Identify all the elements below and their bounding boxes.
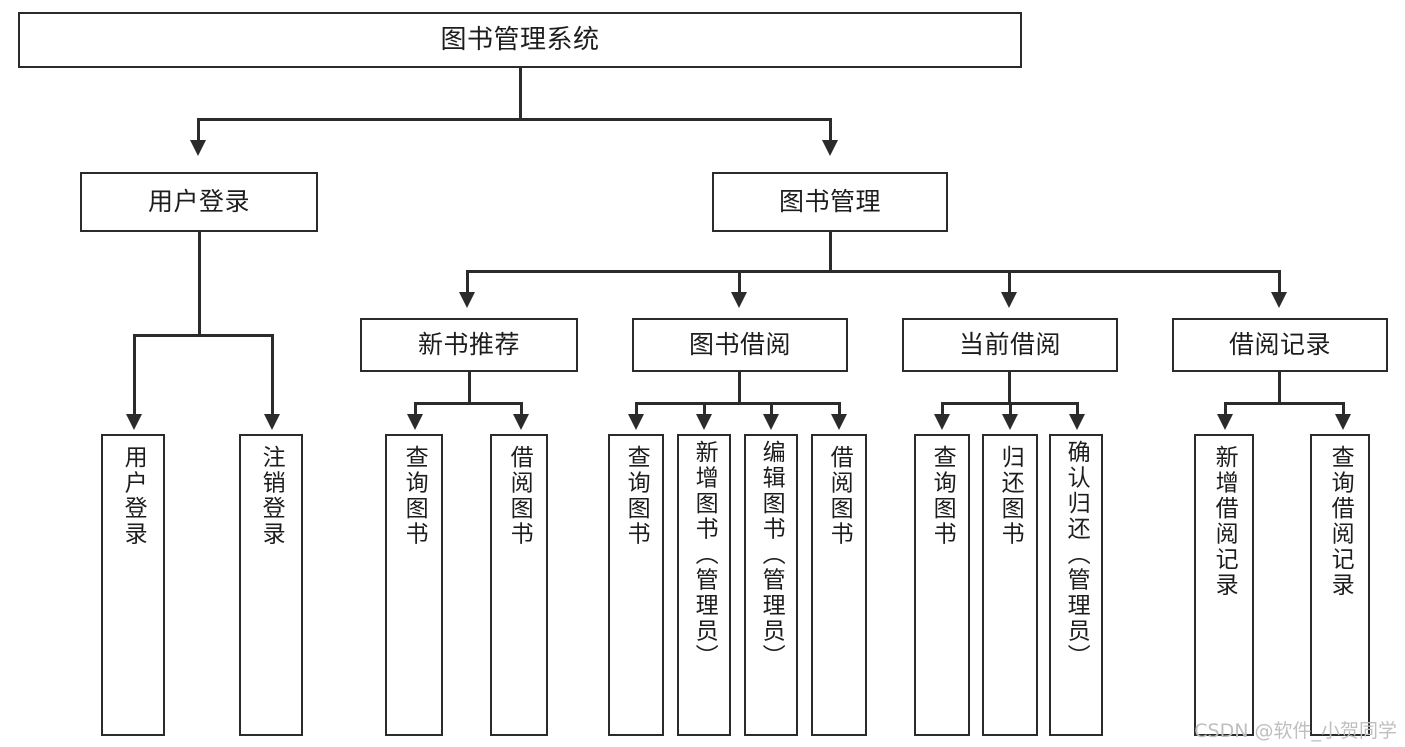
connector-drop-book-borrow [738,270,741,296]
connector-root-stem [519,68,522,118]
connector-drop-new-book [466,270,469,296]
node-label: 用户登录 [120,445,147,547]
arrow-nb-query [407,414,423,430]
leaf-cb-query-book[interactable]: 查询图书 [914,434,970,736]
connector-user-login-stem [198,232,201,336]
arrow-nb-borrow [513,414,529,430]
node-label: 查询借阅记录 [1327,445,1354,598]
node-label: 图书管理 [778,187,881,217]
leaf-bb-borrow-book[interactable]: 借阅图书 [811,434,867,736]
connector-book-borrow-bus [635,402,839,405]
leaf-logout[interactable]: 注销登录 [239,434,303,736]
node-label: 借阅图书 [506,445,533,547]
node-label: 查询图书 [623,445,650,547]
arrow-br-query [1335,414,1351,430]
arrow-book-management [822,140,838,156]
connector-drop-bb-add [703,402,706,418]
node-label: 查询图书 [401,445,428,547]
node-user-login[interactable]: 用户登录 [80,172,318,232]
leaf-bb-edit-book-admin[interactable]: 编辑图书（管理员） [744,434,798,736]
connector-drop-br-add [1224,402,1227,418]
connector-drop-cb-query [941,402,944,418]
arrow-bb-query [628,414,644,430]
node-label: 借阅图书 [826,445,853,547]
connector-drop-user-login [197,118,200,144]
connector-new-book-stem [468,372,471,404]
node-current-borrow[interactable]: 当前借阅 [902,318,1118,372]
connector-drop-cb-return [1009,402,1012,418]
arrow-cb-query [934,414,950,430]
leaf-nb-borrow-book[interactable]: 借阅图书 [490,434,548,736]
node-label: 借阅记录 [1228,330,1331,360]
connector-borrow-record-bus [1224,402,1344,405]
arrow-br-add [1217,414,1233,430]
connector-level1-bus [197,118,831,121]
arrow-leaf-logout [264,414,280,430]
connector-drop-borrow-record [1278,270,1281,296]
node-label: 归还图书 [997,445,1024,547]
connector-drop-bb-borrow [838,402,841,418]
arrow-cb-return [1002,414,1018,430]
leaf-user-login[interactable]: 用户登录 [101,434,165,736]
arrow-user-login [190,140,206,156]
node-label: 图书借阅 [688,330,791,360]
node-label: 注销登录 [258,445,285,547]
leaf-cb-confirm-return-admin[interactable]: 确认归还（管理员） [1049,434,1103,736]
connector-drop-bb-query [635,402,638,418]
arrow-borrow-record [1271,292,1287,308]
connector-drop-leaf-logout [271,334,274,418]
leaf-br-add-record[interactable]: 新增借阅记录 [1194,434,1254,736]
arrow-leaf-user-login [126,414,142,430]
node-label: 查询图书 [929,445,956,547]
node-borrow-record[interactable]: 借阅记录 [1172,318,1388,372]
arrow-book-borrow [731,292,747,308]
connector-level2-bus [466,270,1280,273]
arrow-current-borrow [1001,292,1017,308]
connector-drop-cb-confirm [1076,402,1079,418]
connector-current-borrow-stem [1008,372,1011,404]
leaf-bb-query-book[interactable]: 查询图书 [608,434,664,736]
connector-drop-br-query [1342,402,1345,418]
connector-borrow-record-stem [1278,372,1281,404]
arrow-new-book [459,292,475,308]
connector-book-borrow-stem [738,372,741,404]
node-label: 图书管理系统 [440,24,600,55]
connector-new-book-bus [414,402,522,405]
connector-drop-bb-edit [770,402,773,418]
node-label: 新增借阅记录 [1211,445,1238,598]
node-label: 编辑图书（管理员） [758,440,785,670]
node-book-borrow[interactable]: 图书借阅 [632,318,848,372]
connector-drop-nb-borrow [520,402,523,418]
connector-drop-leaf-user-login [133,334,136,418]
node-book-management[interactable]: 图书管理 [712,172,948,232]
node-label: 新书推荐 [417,330,520,360]
leaf-nb-query-book[interactable]: 查询图书 [385,434,443,736]
leaf-cb-return-book[interactable]: 归还图书 [982,434,1038,736]
connector-drop-current-borrow [1008,270,1011,296]
node-new-book-recommend[interactable]: 新书推荐 [360,318,578,372]
arrow-bb-add [696,414,712,430]
connector-drop-nb-query [414,402,417,418]
leaf-br-query-record[interactable]: 查询借阅记录 [1310,434,1370,736]
node-root-book-management-system[interactable]: 图书管理系统 [18,12,1022,68]
arrow-bb-edit [763,414,779,430]
node-label: 用户登录 [147,187,250,217]
node-label: 当前借阅 [958,330,1061,360]
connector-book-management-stem [829,232,832,272]
arrow-cb-confirm [1069,414,1085,430]
node-label: 确认归还（管理员） [1063,440,1090,670]
node-label: 新增图书（管理员） [691,440,718,670]
leaf-bb-add-book-admin[interactable]: 新增图书（管理员） [677,434,731,736]
connector-user-login-bus [133,334,273,337]
arrow-bb-borrow [831,414,847,430]
connector-drop-book-management [829,118,832,144]
